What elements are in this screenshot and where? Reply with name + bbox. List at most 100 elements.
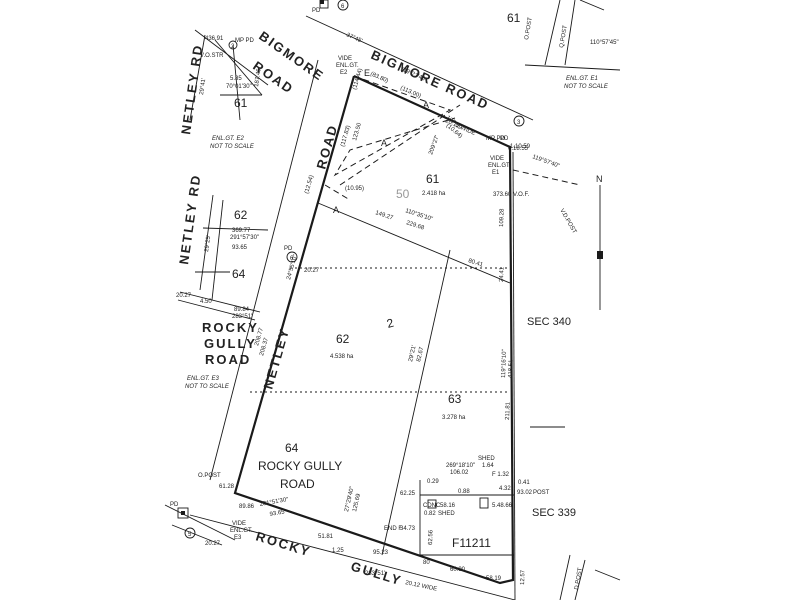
- measure-label: 20.27: [176, 293, 192, 299]
- netley-road-edge-outer: [209, 59, 319, 481]
- measure-label: 149.27: [374, 210, 394, 222]
- vide-e2-b: ENL.GT.: [336, 63, 359, 69]
- measure-label: 58.19: [486, 576, 502, 582]
- measure-label: 12.57: [520, 569, 527, 585]
- dashed-easement: [333, 75, 456, 177]
- measure-label: PD: [312, 8, 321, 14]
- vide-e3-b: ENL.GT.: [230, 528, 253, 534]
- measure-label: 37°45': [345, 32, 363, 44]
- measure-label: E: [364, 68, 370, 78]
- measure-label: (117.83): [340, 125, 352, 148]
- measure-label: 418.51: [508, 359, 515, 378]
- lot-63-label: 63: [448, 392, 462, 406]
- measure-label: 211.81: [505, 401, 512, 420]
- measure-label: 187.46: [254, 68, 263, 88]
- measure-label: SHED: [478, 456, 495, 462]
- measure-label: 62.56: [428, 529, 435, 545]
- measure-label: END F: [384, 526, 402, 532]
- inset-bottom-left: [164, 504, 236, 546]
- north-arrow: N: [596, 174, 603, 310]
- dashed-easement-2: [339, 104, 461, 186]
- inset-netley-bigmore: [189, 29, 269, 121]
- measure-label: 89.84: [234, 307, 250, 313]
- measure-label: 110°57'45": [590, 40, 619, 46]
- measure-label: 95.23: [373, 550, 389, 556]
- measure-label: 0.41: [518, 480, 530, 486]
- survey-mark-1: [337, 0, 349, 11]
- measure-label: (114.44): [352, 68, 364, 91]
- measure-label: 1.25: [332, 548, 344, 554]
- inset-bottom-right: [559, 554, 621, 600]
- lot-61-inset-label: 61: [234, 96, 248, 110]
- lot-61-label: 61: [426, 172, 440, 186]
- vide-e3-a: VIDE: [232, 521, 246, 527]
- measure-label: 229.68: [405, 220, 425, 232]
- survey-mark-5: [184, 527, 196, 539]
- east-boundary: [512, 151, 516, 600]
- measure-label: 208.37: [259, 337, 270, 357]
- measure-label: (12.54): [304, 175, 315, 195]
- measure-label: 24.41: [499, 266, 506, 282]
- measure-label: 61.28: [219, 484, 235, 490]
- main-parcel-boundary: [189, 15, 534, 600]
- measure-label: 436.91: [205, 36, 224, 42]
- measure-label: 93.65: [232, 245, 248, 251]
- measure-label: 29°25': [204, 235, 212, 253]
- bigmore-road-edge-outer: [305, 15, 534, 121]
- lot-61-topright-label: 61: [507, 11, 521, 25]
- measure-label: 80.41: [467, 258, 484, 269]
- measure-label: 0.82: [424, 511, 436, 517]
- measure-label: V.O.STR: [200, 53, 224, 59]
- measure-label: 5.85: [230, 76, 242, 82]
- measure-label: A: [381, 138, 387, 148]
- measure-label: 60.90: [450, 567, 466, 573]
- measure-label: 6: [290, 256, 294, 262]
- measure-label: 82.67: [416, 346, 425, 363]
- measure-label: 5.48.66: [492, 503, 513, 509]
- vide-e1-b: ENL.GT.: [488, 163, 511, 169]
- measure-label: PD: [284, 246, 293, 252]
- lot-2-label: 2: [385, 316, 395, 331]
- enl-e1-note: ENL.GT. E1: [566, 76, 598, 82]
- measure-label: (10.95): [345, 186, 364, 192]
- inset-netley-rocky: [177, 194, 269, 321]
- measure-label: A: [333, 205, 339, 215]
- road-label-bottom: ROAD: [280, 477, 315, 491]
- measure-label: 93.65: [269, 509, 285, 518]
- lot-50-label: 50: [396, 187, 410, 201]
- measure-label: 3: [517, 120, 521, 126]
- measure-label: POST: [533, 490, 550, 496]
- netley-rd-mid-label: NETLEY RD: [176, 173, 204, 266]
- measure-label: 109.28: [499, 208, 506, 227]
- road-label-left: ROAD: [205, 352, 251, 367]
- measure-label: 209°27': [428, 135, 441, 156]
- lot-divisions: [250, 75, 565, 556]
- measure-label: PD: [500, 136, 509, 142]
- vide-e2-a: VIDE: [338, 56, 352, 62]
- east-dashed-ref: [512, 169, 581, 186]
- measure-label: CDNC: [423, 503, 441, 509]
- not-to-scale-3: NOT TO SCALE: [185, 384, 230, 390]
- lot-62-area: 4.538 ha: [330, 354, 354, 360]
- sec-339-label: SEC 339: [532, 507, 576, 519]
- lot-61-area: 2.418 ha: [422, 191, 446, 197]
- measure-label: 93.02: [517, 490, 533, 496]
- measure-label: 283°51': [365, 571, 385, 577]
- vide-e3-c: E3: [234, 535, 242, 541]
- rocky-label-left: ROCKY: [202, 320, 259, 335]
- vide-e1-a: VIDE: [490, 156, 504, 162]
- dashed-easement-3: [324, 184, 351, 201]
- measure-label: 80: [423, 560, 430, 566]
- measure-label: 4.32: [499, 486, 511, 492]
- measure-label: 123.50: [352, 122, 363, 142]
- lot61-lot62-boundary: [317, 202, 511, 284]
- inset-top-right: [524, 0, 621, 71]
- measure-label: O.POST: [524, 17, 534, 41]
- survey-mark-3: [513, 115, 525, 127]
- internal-diagonal-line: [381, 249, 451, 556]
- lot-f11211-label: F11211: [452, 536, 491, 550]
- netley-label: NETLEY: [260, 326, 292, 391]
- lot-64-label: 64: [285, 441, 299, 455]
- measure-label: 62.25: [400, 491, 416, 497]
